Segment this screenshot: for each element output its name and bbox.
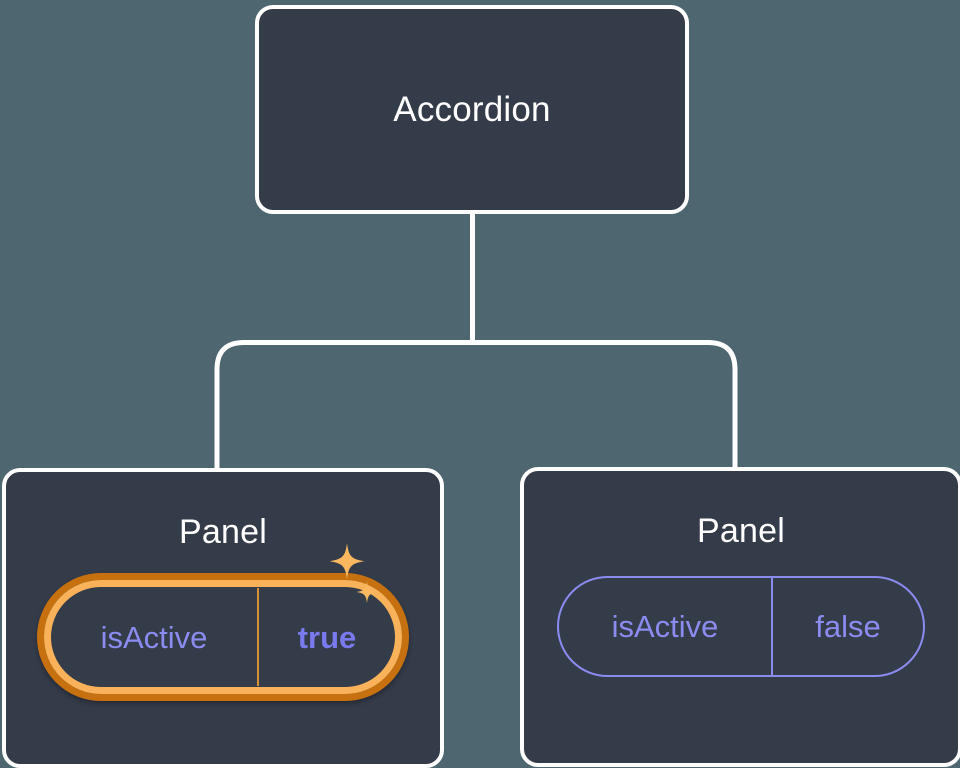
node-accordion[interactable]: Accordion bbox=[255, 5, 689, 214]
prop-divider bbox=[771, 578, 773, 675]
node-panel-inactive-label: Panel bbox=[697, 512, 785, 550]
prop-value: false bbox=[815, 609, 881, 644]
connector-bus-right bbox=[472, 340, 738, 470]
sparkle-icon-large bbox=[329, 543, 365, 580]
node-panel-inactive[interactable]: Panel isActive false bbox=[520, 467, 960, 767]
connector-bus-left bbox=[214, 340, 473, 470]
node-panel-active[interactable]: Panel isActive true bbox=[2, 468, 444, 768]
prop-value: true bbox=[297, 619, 357, 655]
node-panel-active-label: Panel bbox=[179, 513, 267, 551]
prop-key: isActive bbox=[100, 619, 208, 655]
prop-pill-inner-ring: isActive true bbox=[44, 580, 402, 694]
diagram-canvas: Accordion Panel isActive true Panel isAc… bbox=[2, 5, 960, 768]
prop-key: isActive bbox=[611, 609, 719, 644]
prop-pill-isactive-true[interactable]: isActive true bbox=[37, 543, 409, 701]
node-accordion-label: Accordion bbox=[393, 90, 551, 129]
prop-pill-isactive-false[interactable]: isActive false bbox=[557, 576, 925, 677]
prop-divider bbox=[257, 588, 259, 686]
